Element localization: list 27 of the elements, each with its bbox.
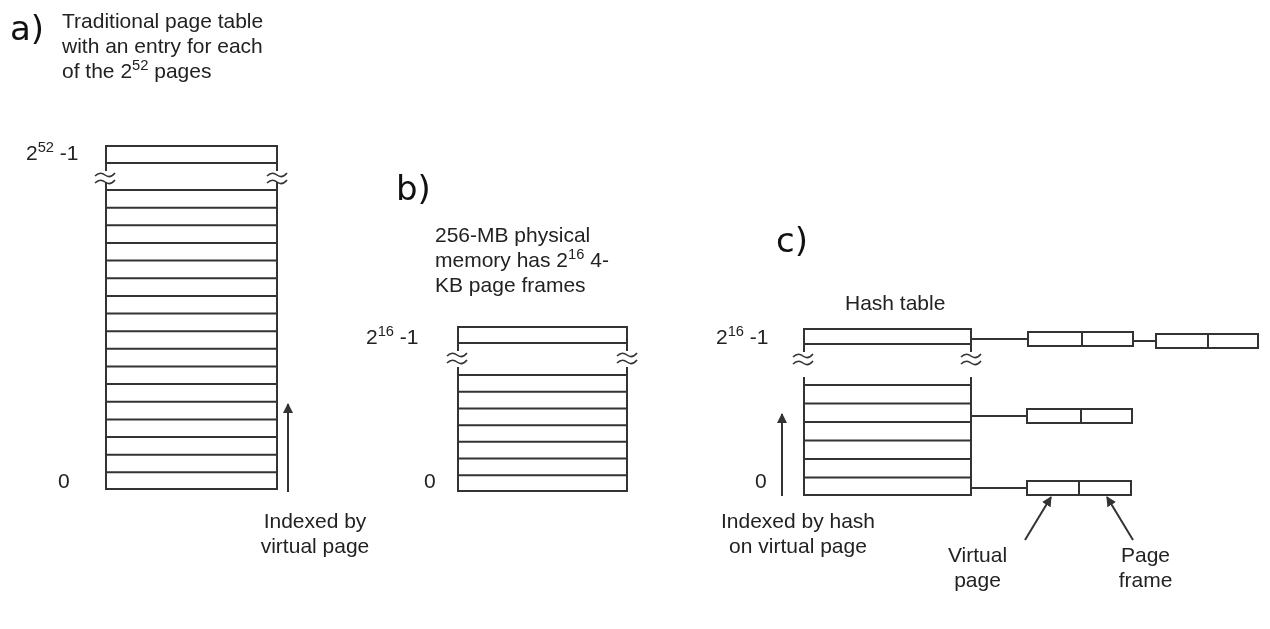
list-entry [1027, 331, 1134, 347]
index-label: 2$^{52}$ -1 [26, 140, 79, 165]
leader-arrow [1024, 496, 1052, 541]
table-heading: 256-MB physical memory has 2$^{16}$ 4-KB page frames [435, 222, 610, 297]
index-label: 2$^{16}$ -1 [716, 324, 769, 349]
panel-label: c) [776, 220, 808, 260]
leader-arrow [1106, 496, 1134, 541]
connector-line [971, 415, 1027, 417]
index-label: 0 [755, 468, 767, 493]
index-label: 2$^{16}$ -1 [366, 324, 419, 349]
list-entry [1026, 408, 1133, 424]
virtual-page-cell [1026, 480, 1080, 496]
axis-note: Indexed by virtual page [259, 508, 371, 558]
callout-text: Page frame [1098, 542, 1193, 592]
table-heading: Hash table [845, 290, 947, 315]
connector-line [971, 487, 1027, 489]
connector-line [1133, 340, 1156, 342]
axis-note: Indexed by hash on virtual page [719, 508, 877, 558]
page-frame-cell [1078, 480, 1132, 496]
table-heading: Traditional page table with an entry for each of the 2$^{52}$ pages [62, 8, 265, 83]
index-label: 0 [58, 468, 70, 493]
panel-label: a) [10, 8, 45, 48]
index-label: 0 [424, 468, 436, 493]
callout-text: Virtual page [925, 542, 1030, 592]
panel-label: b) [396, 168, 431, 208]
list-entry [1155, 333, 1259, 349]
connector-line [971, 338, 1028, 340]
